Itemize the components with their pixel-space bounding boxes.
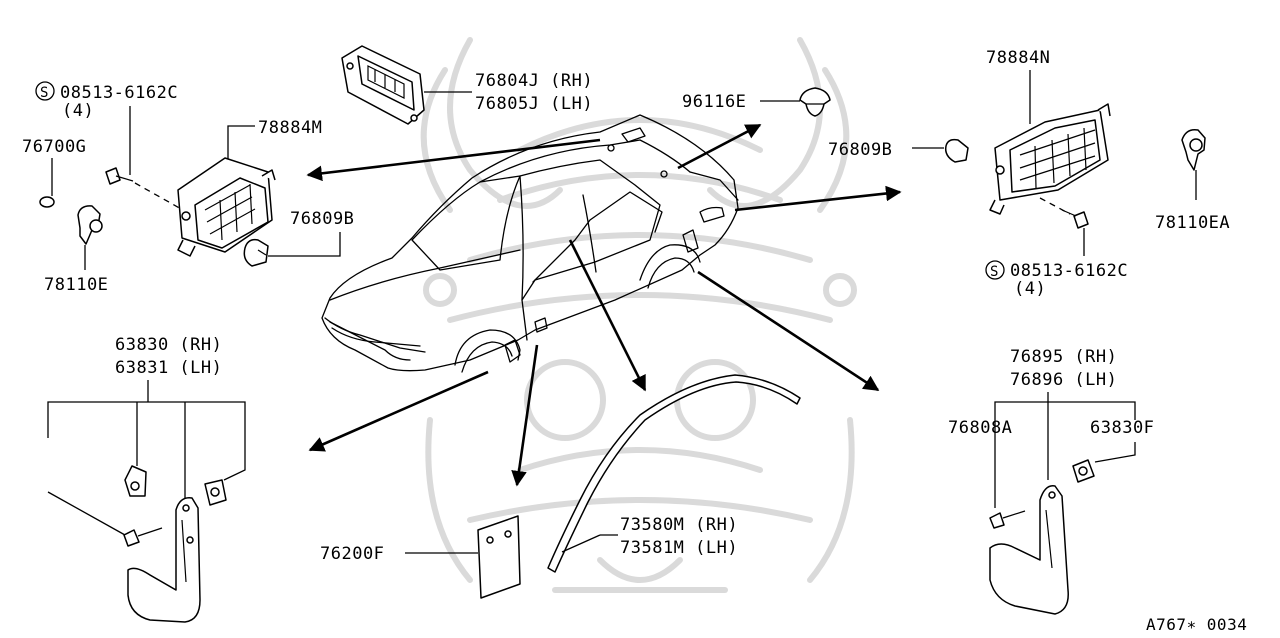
label-qty-right: (4) [1014,279,1046,299]
pointer-arrows [306,123,902,487]
arrow-to-vent-right [734,185,902,212]
label-73580m: 73580M (RH) [620,515,738,535]
bracket-part-76804j [341,45,425,125]
vent-part-78884m [177,157,276,257]
clip-part-76809b-right [944,138,969,163]
svg-text:S: S [40,85,49,101]
screw-symbol-top-left: S [35,81,55,101]
label-08513-6162c-top-left: 08513-6162C [60,83,178,103]
mudguard-part-front [127,497,201,623]
label-qty-top-left: (4) [62,101,94,121]
label-76808a: 76808A [948,418,1012,438]
label-63830-rh: 63830 (RH) [115,335,222,355]
nut-part-front-mudguard [204,479,227,506]
label-78884n: 78884N [986,48,1050,68]
screw-part-rear-mudguard [989,510,1026,529]
car-outline [321,114,739,373]
label-76804j: 76804J (RH) [475,71,593,91]
arrow-to-door-molding [568,239,647,392]
label-76700g: 76700G [22,137,86,157]
label-76896-lh: 76896 (LH) [1010,370,1117,390]
arrow-to-clip [677,123,762,170]
arrow-to-rear-mudguard [697,270,880,392]
diagram-code: A767∗ 0034 [1146,615,1247,634]
label-76895-rh: 76895 (RH) [1010,347,1117,367]
screw-part-top-left [105,167,134,185]
nut-part-rear-mudguard [1072,459,1095,483]
arrow-to-front-mudguard [308,370,489,452]
pad-part-76200f [477,515,521,599]
label-76805j: 76805J (LH) [475,94,593,114]
label-78110ea: 78110EA [1155,213,1230,233]
screw-part-front-mudguard [123,527,163,547]
molding-part-73580m [547,374,801,573]
mudguard-part-rear [989,485,1069,615]
plug-part-76700g [39,196,55,208]
label-78110e: 78110E [44,275,108,295]
label-96116e: 96116E [682,92,746,112]
label-78884m: 78884M [258,118,322,138]
label-63831-lh: 63831 (LH) [115,358,222,378]
label-63830f: 63830F [1090,418,1154,438]
arrow-to-pad [511,344,539,487]
label-73581m: 73581M (LH) [620,538,738,558]
screw-symbol-right: S [985,260,1005,280]
bulb-socket-part-78110e [77,205,103,245]
svg-text:S: S [990,264,999,280]
label-76200f: 76200F [320,544,384,564]
vent-part-78884n [989,103,1111,215]
watermark-logo [420,37,857,593]
clip-part-76809b-left [243,238,269,267]
arrow-to-vent-left [306,138,601,182]
clip-part-96116e [799,87,831,117]
clip-part-front-mudguard [124,465,147,497]
label-08513-6162c-right: 08513-6162C [1010,261,1128,281]
label-76809b-left: 76809B [290,209,354,229]
label-76809b-right: 76809B [828,140,892,160]
bulb-socket-part-78110ea [1181,128,1206,171]
screw-part-right [1061,209,1089,229]
